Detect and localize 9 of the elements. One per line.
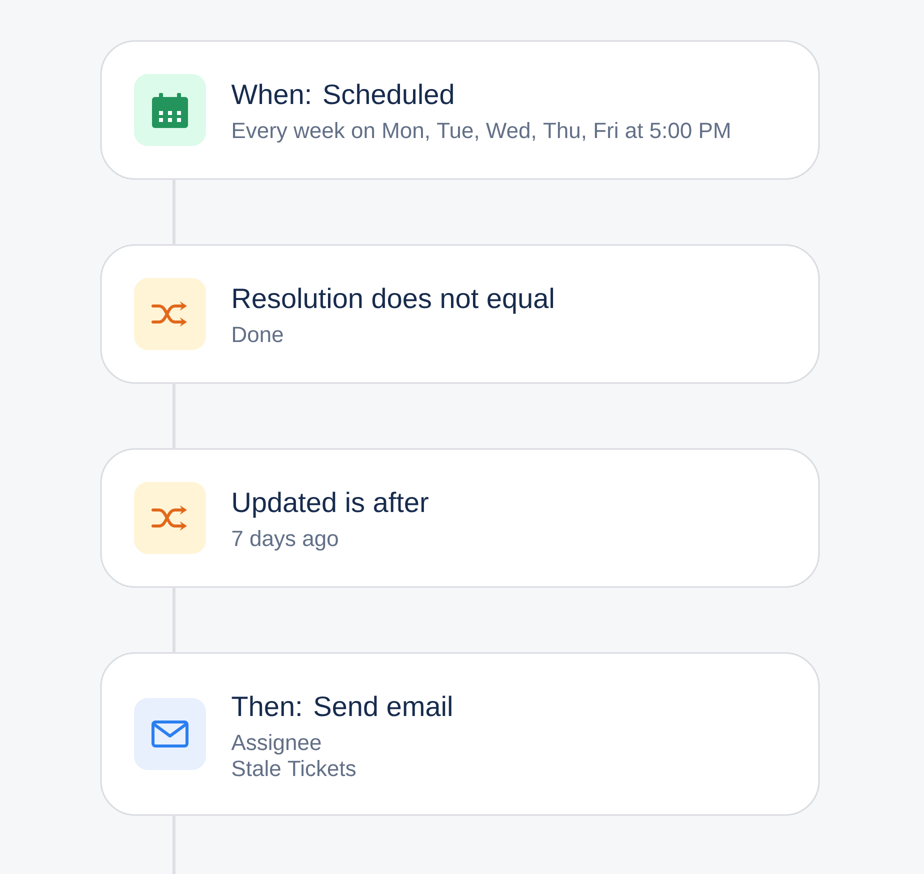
step-title: Then: Send email — [232, 696, 452, 716]
step-detail: 7 days ago — [232, 530, 338, 551]
step-title: When: Scheduled — [231, 84, 453, 104]
step-title: Updated is after — [233, 492, 428, 518]
step-detail: Stale Tickets — [232, 760, 356, 776]
step-detail: Every week on Mon, Tue, Wed, Thu, Fri at 5:00 PM — [233, 122, 730, 143]
step-detail: Done — [233, 326, 283, 342]
step-title: Resolution does not equal — [234, 288, 554, 314]
step-detail: Assignee — [231, 734, 321, 755]
